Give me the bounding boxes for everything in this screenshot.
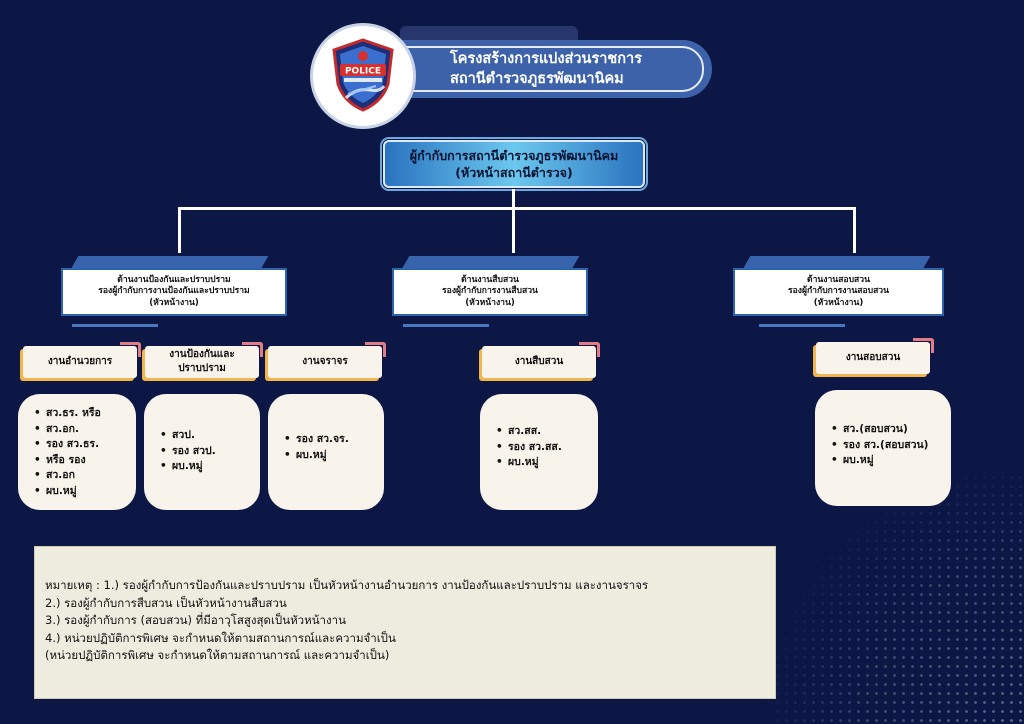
list-item: รอง สว.จร. <box>284 432 374 447</box>
list-item-cont: สว.อก <box>34 468 126 483</box>
list-item: ผบ.หมู่ <box>34 484 126 499</box>
card-traffic: รอง สว.จร. ผบ.หมู่ <box>268 394 384 510</box>
division-name: ด้านงานสอบสวน <box>807 274 870 285</box>
title-line-2: สถานีตำรวจภูธรพัฒนานิคม <box>450 71 624 87</box>
division-deputy: รองผู้กำกับการงานป้องกันและปราบปราม <box>98 286 250 297</box>
remark-line: 4.) หน่วยปฏิบัติการพิเศษ จะกำหนดให้ตามสถ… <box>45 630 396 645</box>
division-box-investigation: ด้านงานสืบสวน รองผู้กำกับการงานสืบสวน (ห… <box>392 268 588 316</box>
list-item: ผบ.หมู่ <box>496 455 588 470</box>
unit-tag-investigation: งานสืบสวน <box>482 342 600 378</box>
card-inquiry: สว.(สอบสวน) รอง สว.(สอบสวน) ผบ.หมู่ <box>815 390 951 506</box>
list-item: รอง สว.(สอบสวน) <box>831 438 941 453</box>
division-name: ด้านงานสืบสวน <box>461 274 519 285</box>
division-box-inquiry: ด้านงานสอบสวน รองผู้กำกับการงานสอบสวน (ห… <box>733 268 944 316</box>
unit-label: งานจราจร <box>302 356 348 367</box>
unit-tag-inquiry: งานสอบสวน <box>816 338 934 374</box>
remarks-box: หมายเหตุ : 1.) รองผู้กำกับการป้องกันและป… <box>34 546 776 699</box>
division-role: (หัวหน้างาน) <box>465 297 515 308</box>
remark-line: 2.) รองผู้กำกับการสืบสวน เป็นหัวหน้างานส… <box>45 595 287 610</box>
division-underline <box>72 324 158 327</box>
page-title: โครงสร้างการแบ่งส่วนราชการ สถานีตำรวจภูธ… <box>370 46 704 92</box>
list-item: รอง สว.ธร. <box>34 437 126 452</box>
division-underline <box>403 324 489 327</box>
connector-right <box>853 207 856 253</box>
head-subtitle: (หัวหน้าสถานีตำรวจ) <box>455 165 573 180</box>
unit-label-line2: ปราบปราม <box>178 363 226 374</box>
head-commander-box: ผู้กำกับการสถานีตำรวจภูธรพัฒนานิคม (หัวห… <box>383 140 645 188</box>
list-item: สว.ธร. หรือ <box>34 406 126 421</box>
list-item: สวป. <box>160 428 250 443</box>
card-prevention: สวป. รอง สวป. ผบ.หมู่ <box>144 394 260 510</box>
list-item: ผบ.หมู่ <box>160 459 250 474</box>
remark-line: หมายเหตุ : 1.) รองผู้กำกับการป้องกันและป… <box>45 578 649 592</box>
title-line-1: โครงสร้างการแบ่งส่วนราชการ <box>450 51 642 67</box>
dot-pattern-decoration <box>764 464 1024 724</box>
division-name: ด้านงานป้องกันและปราบปราม <box>117 274 231 285</box>
card-investigation: สว.สส. รอง สว.สส. ผบ.หมู่ <box>480 394 598 510</box>
unit-tag-prevention: งานป้องกันและ ปราบปราม <box>145 342 263 378</box>
list-item: ผบ.หมู่ <box>284 448 374 463</box>
connector-head-down <box>512 189 515 209</box>
police-badge-logo-icon: POLICE <box>332 38 394 112</box>
list-item: รอง สวป. <box>160 444 250 459</box>
division-role: (หัวหน้างาน) <box>149 297 199 308</box>
division-underline <box>759 324 845 327</box>
remark-line: (หน่วยปฏิบัติการพิเศษ จะกำหนดให้ตามสถานก… <box>45 648 390 662</box>
connector-horizontal <box>178 207 856 210</box>
head-title: ผู้กำกับการสถานีตำรวจภูธรพัฒนานิคม <box>409 148 619 163</box>
list-item: รอง สว.สส. <box>496 440 588 455</box>
logo-text: POLICE <box>345 67 381 77</box>
unit-tag-traffic: งานจราจร <box>268 342 386 378</box>
list-item: สว.สส. <box>496 424 588 439</box>
unit-label: งานสืบสวน <box>514 356 564 367</box>
connector-center <box>512 207 515 253</box>
connector-left <box>178 207 181 253</box>
division-deputy: รองผู้กำกับการงานสอบสวน <box>787 286 890 297</box>
list-item-cont: หรือ รอง <box>34 453 126 468</box>
division-deputy: รองผู้กำกับการงานสืบสวน <box>442 286 538 297</box>
list-item-cont: สว.อก. <box>34 422 126 437</box>
list-item: สว.(สอบสวน) <box>831 422 941 437</box>
division-role: (หัวหน้างาน) <box>813 297 864 308</box>
unit-label-line1: งานป้องกันและ <box>169 349 235 360</box>
remark-line: 3.) รองผู้กำกับการ (สอบสวน) ที่มีอาวุโสส… <box>45 613 346 627</box>
list-item: ผบ.หมู่ <box>831 453 941 468</box>
card-administration: สว.ธร. หรือ สว.อก. รอง สว.ธร. หรือ รอง ส… <box>18 394 136 510</box>
unit-label: งานอำนวยการ <box>47 356 113 367</box>
unit-label: งานสอบสวน <box>845 352 901 363</box>
unit-tag-administration: งานอำนวยการ <box>23 342 141 378</box>
division-box-prevention: ด้านงานป้องกันและปราบปราม รองผู้กำกับการ… <box>61 268 287 316</box>
